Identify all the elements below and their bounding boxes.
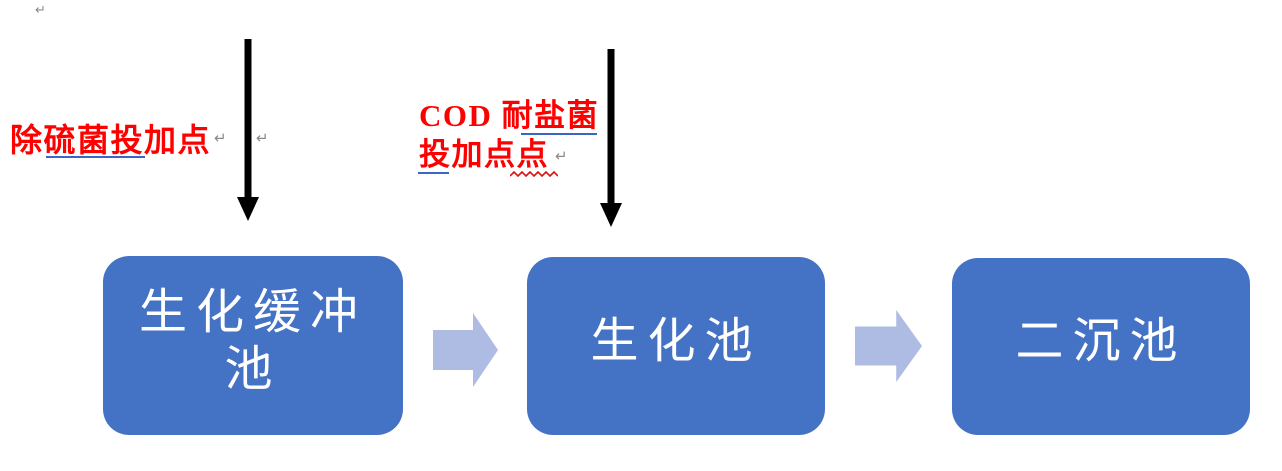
paragraph-mark: ↵ bbox=[214, 129, 227, 147]
down-arrow-icon[interactable] bbox=[235, 39, 261, 221]
annotation-dosing-point-1[interactable]: 除硫菌投加点 bbox=[10, 122, 212, 158]
flow-box-label: 生化池 bbox=[590, 314, 762, 368]
down-arrow-icon[interactable] bbox=[598, 49, 624, 227]
paragraph-mark: ↵ bbox=[35, 3, 46, 18]
annotation-dosing-point-2[interactable]: COD 耐盐菌 投加点点 bbox=[419, 96, 599, 174]
flow-box-biochemical-buffer-tank[interactable]: 生化缓冲池 bbox=[103, 256, 403, 435]
grammar-underline-icon bbox=[418, 172, 449, 174]
spellcheck-squiggle-icon bbox=[509, 165, 559, 178]
right-arrow-icon[interactable] bbox=[433, 313, 498, 387]
flow-box-label: 生化缓冲池 bbox=[138, 285, 367, 396]
flow-box-biochemical-tank[interactable]: 生化池 bbox=[527, 257, 825, 435]
paragraph-mark: ↵ bbox=[555, 147, 568, 165]
grammar-underline-icon bbox=[521, 133, 597, 135]
right-arrow-icon[interactable] bbox=[855, 310, 922, 382]
flow-box-secondary-sedimentation-tank[interactable]: 二沉池 bbox=[952, 258, 1250, 435]
paragraph-mark: ↵ bbox=[256, 129, 269, 147]
annotation-line-2: 投加点点 bbox=[419, 137, 549, 172]
flow-box-label: 二沉池 bbox=[1015, 315, 1187, 368]
annotation-line-1: COD 耐盐菌 bbox=[419, 98, 600, 133]
grammar-underline-icon bbox=[46, 156, 145, 158]
